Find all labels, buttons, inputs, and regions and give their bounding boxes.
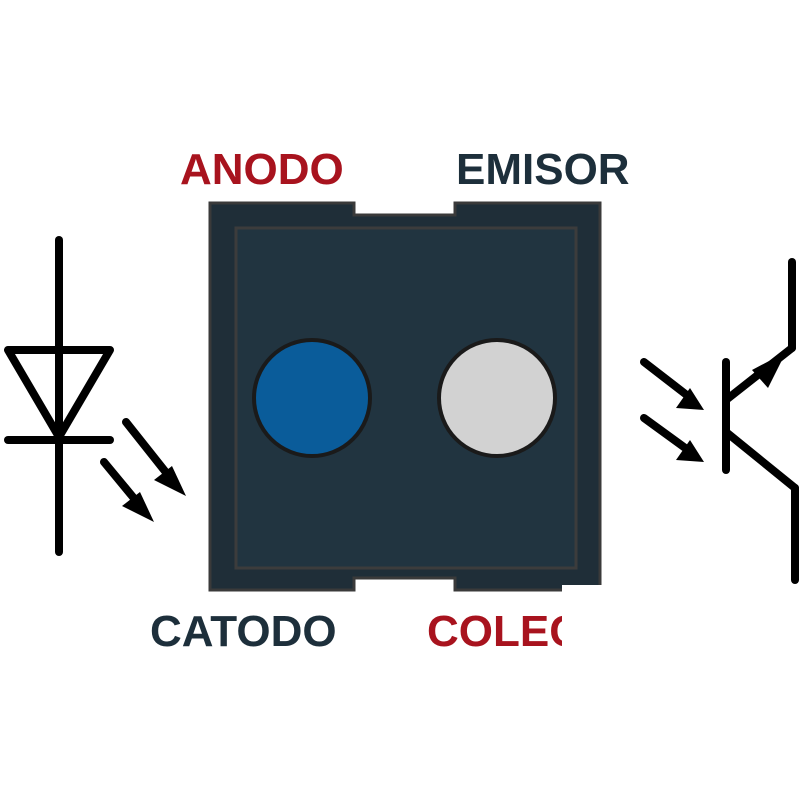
- collector-label: COLEC: [427, 607, 581, 656]
- emitter-label: EMISOR: [456, 145, 630, 194]
- anode-label: ANODO: [180, 145, 344, 194]
- led-window: [252, 338, 372, 458]
- optocoupler-package: [208, 201, 602, 592]
- emission-arrowheads: [122, 466, 186, 522]
- light-arrowheads: [676, 352, 786, 462]
- cathode-label: CATODO: [150, 607, 337, 656]
- sensor-window: [437, 338, 557, 458]
- phototransistor-icon: [640, 258, 799, 584]
- led-diode-icon: [4, 236, 176, 556]
- occluding-patch: [562, 585, 702, 665]
